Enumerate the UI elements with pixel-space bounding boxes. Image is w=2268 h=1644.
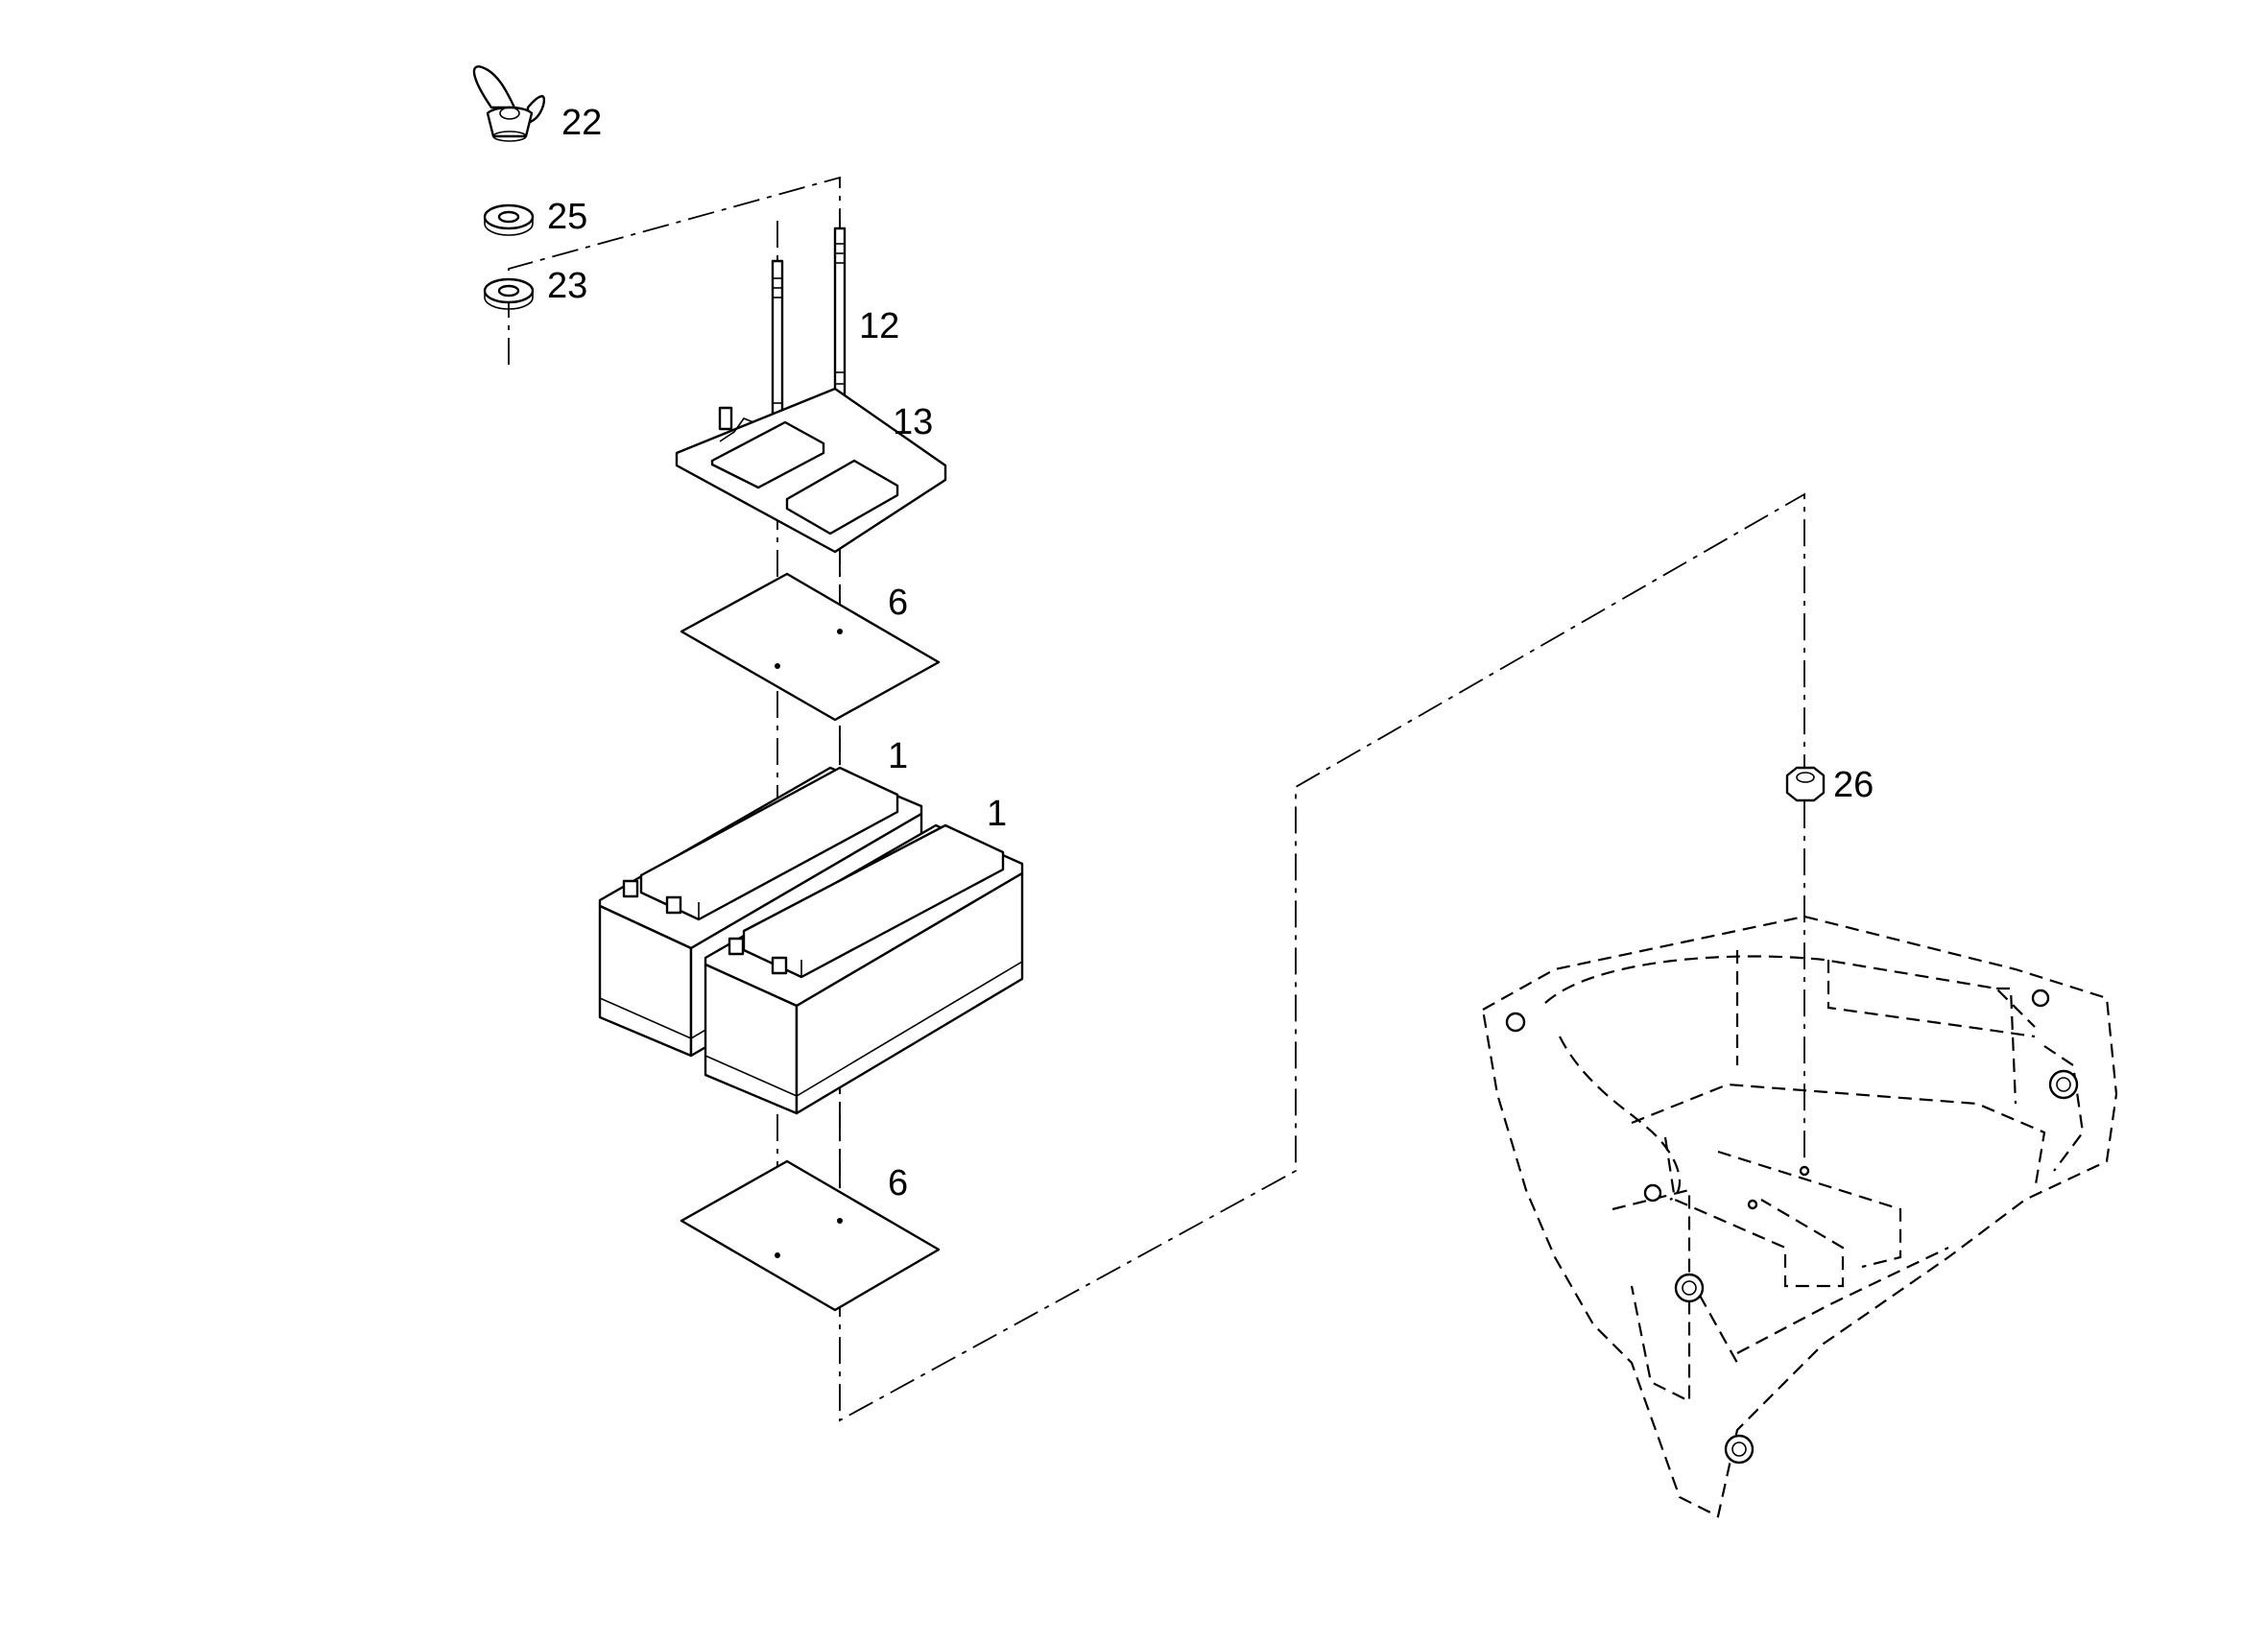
callout-13: 13: [893, 402, 933, 442]
battery-front-icon: [704, 823, 1024, 1115]
pad-lower-icon: [680, 1159, 941, 1312]
callout-12: 12: [859, 306, 899, 346]
callout-22: 22: [561, 103, 602, 143]
hex-nut-icon: [1785, 766, 1826, 802]
pad-upper-icon: [680, 572, 941, 722]
callout-26: 26: [1833, 765, 1874, 805]
callout-23: 23: [547, 266, 587, 306]
battery-clamp-frame-icon: [675, 387, 947, 554]
washer-upper-icon: [483, 203, 535, 236]
washer-lower-icon: [483, 277, 535, 310]
callout-25: 25: [547, 197, 587, 237]
callout-labels: 22 25 23 12 13 6 1 1 6 26: [547, 103, 1874, 1203]
callout-1-rear: 1: [888, 736, 908, 776]
wing-nut-icon: [472, 65, 546, 142]
callout-6-upper: 6: [888, 583, 908, 623]
battery-bracket-icon: [1481, 915, 2118, 1518]
callout-1-front: 1: [987, 794, 1007, 834]
callout-6-lower: 6: [888, 1163, 908, 1203]
